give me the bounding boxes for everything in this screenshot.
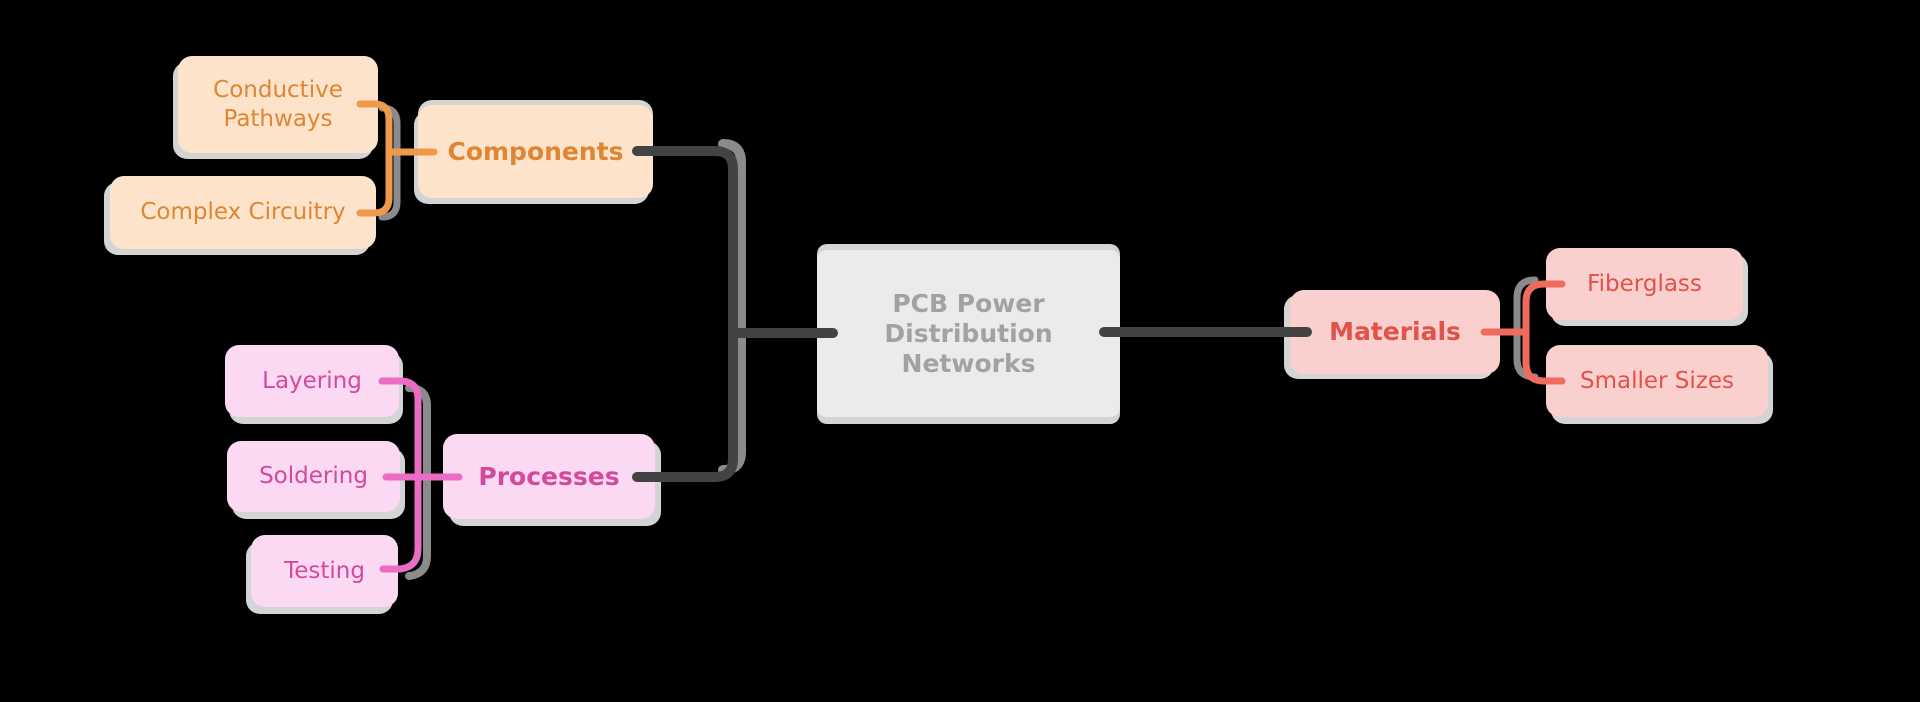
- node-soldering: Soldering: [227, 441, 400, 512]
- node-label: Smaller Sizes: [1580, 367, 1734, 394]
- node-testing: Testing: [251, 535, 398, 607]
- node-label: Components: [447, 136, 624, 166]
- node-conductive-pathways: Conductive Pathways: [178, 56, 378, 153]
- node-fiberglass: Fiberglass: [1546, 248, 1743, 320]
- node-label: PCB Power Distribution Networks: [884, 288, 1053, 378]
- node-layering: Layering: [225, 345, 399, 417]
- edge-components-processes-bracket: [632, 146, 738, 482]
- node-components: Components: [418, 105, 653, 198]
- node-label: Fiberglass: [1587, 270, 1702, 297]
- node-label: Complex Circuitry: [140, 199, 346, 226]
- node-root: PCB Power Distribution Networks: [817, 250, 1120, 417]
- edge-echo-orange-bracket: [378, 104, 401, 221]
- edge-echo-components-bracket: [718, 139, 746, 475]
- node-label: Testing: [284, 557, 365, 584]
- edge-echo-pink-bracket: [405, 384, 431, 580]
- node-label: Processes: [478, 461, 620, 491]
- node-processes: Processes: [443, 434, 655, 519]
- node-label: Conductive Pathways: [213, 76, 343, 132]
- node-label: Layering: [262, 367, 362, 394]
- node-materials: Materials: [1290, 290, 1500, 374]
- node-label: Materials: [1329, 317, 1461, 347]
- node-label: Soldering: [259, 463, 368, 490]
- node-smaller-sizes: Smaller Sizes: [1546, 345, 1768, 417]
- edge-echo-red-bracket: [1513, 276, 1539, 381]
- node-complex-circuitry: Complex Circuitry: [110, 176, 376, 249]
